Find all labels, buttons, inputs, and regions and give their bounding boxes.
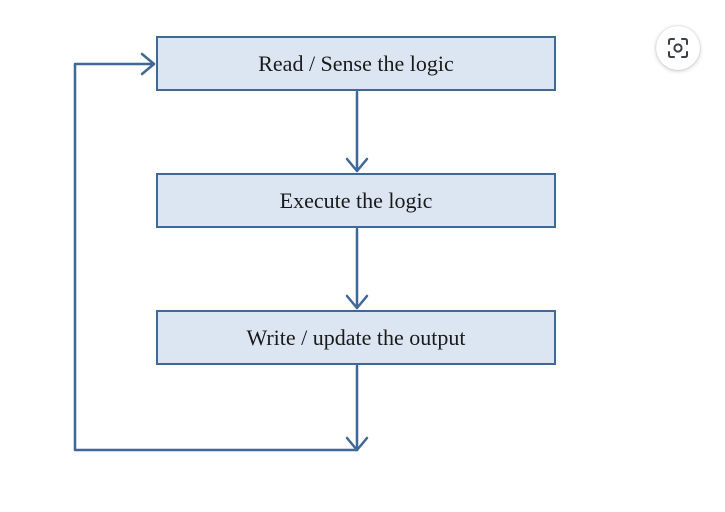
step-read-label: Read / Sense the logic — [258, 50, 454, 76]
step-execute-label: Execute the logic — [279, 187, 433, 213]
step-write-label: Write / update the output — [246, 324, 466, 350]
arrowhead-execute — [345, 157, 369, 173]
arrowhead-read — [140, 52, 156, 76]
feedback-loop-line — [73, 62, 359, 452]
image-search-lens-button[interactable] — [656, 26, 700, 70]
arrowhead-write — [345, 294, 369, 310]
step-execute: Execute the logic — [156, 173, 556, 228]
image-search-lens-icon — [668, 38, 688, 58]
step-read-sense: Read / Sense the logic — [156, 36, 556, 91]
step-write-update: Write / update the output — [156, 310, 556, 365]
